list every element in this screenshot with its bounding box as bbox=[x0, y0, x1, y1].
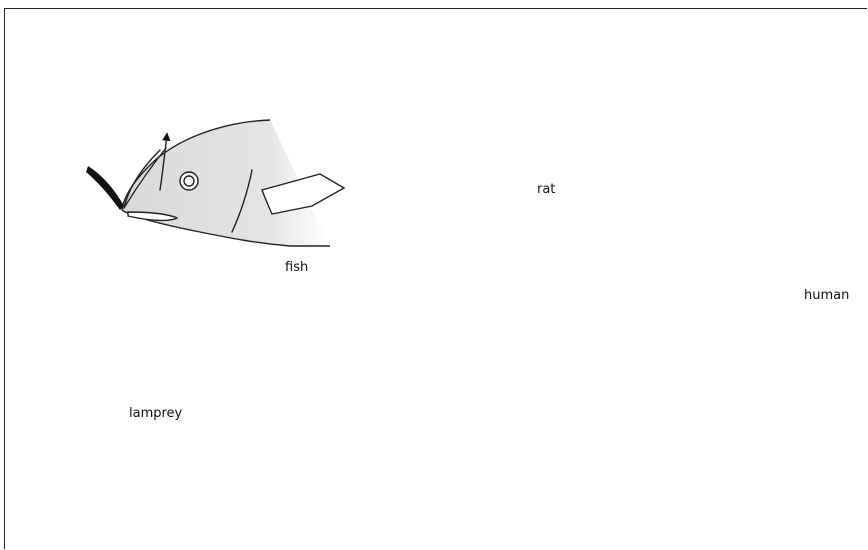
label-fish: fish bbox=[285, 260, 308, 275]
fish-illustration bbox=[86, 120, 344, 246]
fish-eye-inner bbox=[184, 176, 194, 186]
label-human: human bbox=[804, 288, 849, 303]
fish-inflow-arrow bbox=[86, 166, 124, 210]
label-rat: rat bbox=[537, 182, 555, 197]
label-lamprey: lamprey bbox=[129, 406, 182, 421]
